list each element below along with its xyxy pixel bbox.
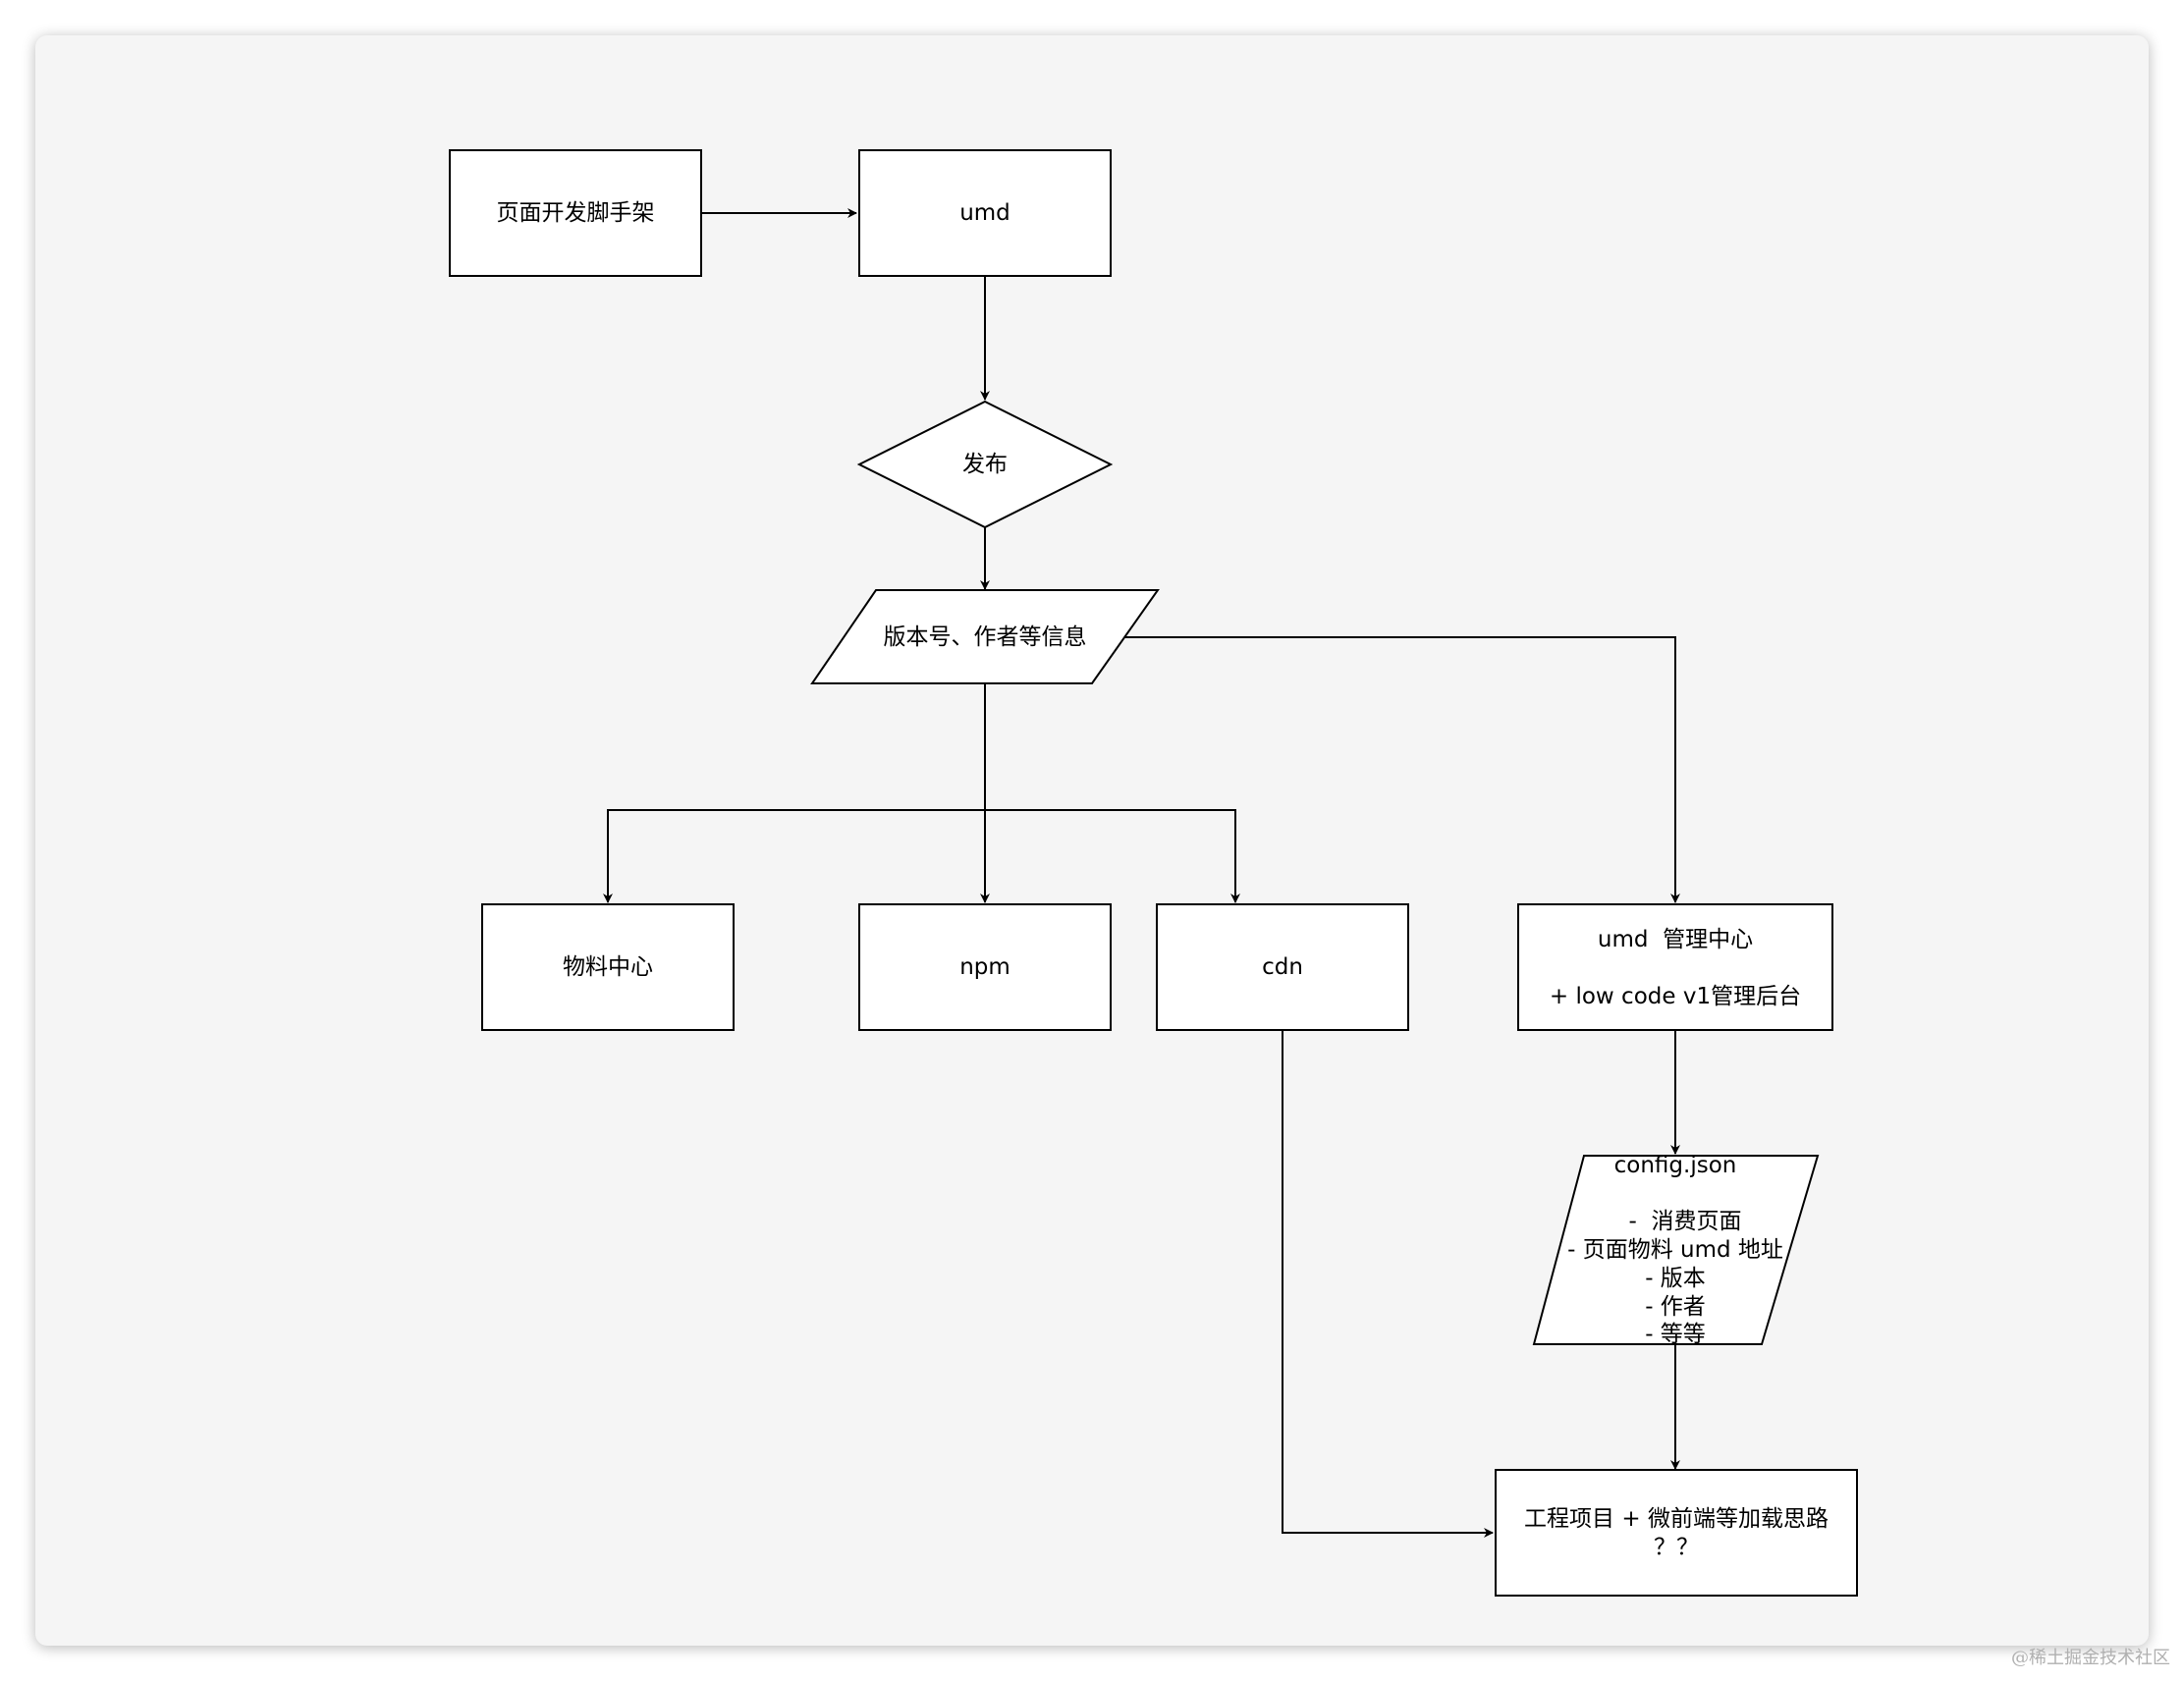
node-umd[interactable]: umd [858, 149, 1112, 277]
config-line-version: - 版本 [1645, 1266, 1706, 1291]
node-cdn[interactable]: cdn [1156, 903, 1409, 1031]
node-npm-label: npm [959, 954, 1010, 980]
node-project-line2: ？？ [1654, 1535, 1699, 1560]
node-scaffold-label: 页面开发脚手架 [497, 200, 655, 226]
node-version-info[interactable]: 版本号、作者等信息 [810, 589, 1160, 684]
connectors [603, 208, 1680, 1538]
node-material-center[interactable]: 物料中心 [481, 903, 735, 1031]
node-umd-admin-line2: + low code v1管理后台 [1550, 984, 1801, 1009]
node-umd-admin-line1: umd 管理中心 [1598, 927, 1753, 952]
edge-version-info-to-cdn [985, 809, 1240, 903]
edge-cdn-to-project [1282, 1029, 1494, 1538]
node-publish-label: 发布 [962, 452, 1008, 477]
node-npm[interactable]: npm [858, 903, 1112, 1031]
edge-version-info-to-umd-admin [1122, 636, 1680, 903]
config-line-etc: - 等等 [1645, 1322, 1706, 1347]
config-line-consume-page: - 消费页面 [1629, 1209, 1742, 1234]
node-version-info-label: 版本号、作者等信息 [884, 624, 1087, 650]
config-line-material-umd-url: - 页面物料 umd 地址 [1567, 1237, 1783, 1263]
edge-version-info-to-material-center [603, 809, 985, 903]
node-cdn-label: cdn [1262, 954, 1303, 980]
node-umd-label: umd [959, 200, 1010, 226]
config-line-title: config.json [1614, 1153, 1737, 1178]
node-config-json[interactable]: config.json - 消费页面 - 页面物料 umd 地址 - 版本 - … [1532, 1153, 1820, 1347]
node-material-center-label: 物料中心 [563, 954, 653, 980]
node-umd-admin[interactable]: umd 管理中心 + low code v1管理后台 [1517, 903, 1833, 1031]
config-line-author: - 作者 [1645, 1294, 1706, 1320]
diagram-canvas [35, 35, 2149, 1646]
node-publish[interactable]: 发布 [856, 400, 1114, 529]
node-project-line1: 工程项目 + 微前端等加载思路 [1524, 1506, 1829, 1532]
node-scaffold[interactable]: 页面开发脚手架 [449, 149, 702, 277]
node-project[interactable]: 工程项目 + 微前端等加载思路 ？？ [1495, 1469, 1858, 1597]
watermark: @稀土掘金技术社区 [2011, 1648, 2170, 1668]
